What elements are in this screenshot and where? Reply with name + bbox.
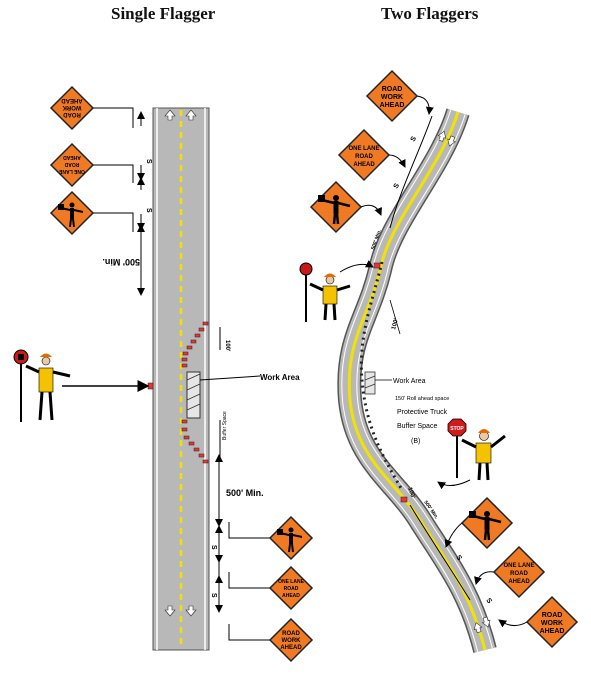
curve-dim-s-1: S xyxy=(410,135,419,143)
dim-500-min-lower: 500' Min. xyxy=(226,488,264,498)
svg-text:AHEAD: AHEAD xyxy=(61,97,83,103)
svg-text:ROAD: ROAD xyxy=(382,86,403,93)
label-work-area-single: Work Area xyxy=(260,373,300,382)
single-flagger-title: Single Flagger xyxy=(111,4,216,23)
sign-flagger-lower xyxy=(268,515,314,561)
svg-text:ROAD: ROAD xyxy=(63,111,81,117)
label-protective-truck: Protective Truck xyxy=(397,409,448,416)
svg-text:ROAD: ROAD xyxy=(542,612,563,619)
svg-text:ROAD: ROAD xyxy=(510,571,528,577)
sign-one-lane-road-ahead-lower: ONE LANE ROAD AHEAD xyxy=(268,565,314,611)
label-buffer-space-single: Buffer Space xyxy=(222,411,228,440)
curve-taper-upper: 100' xyxy=(391,317,400,330)
svg-text:ONE LANE: ONE LANE xyxy=(58,168,85,174)
label-work-area-two: Work Area xyxy=(393,378,426,385)
svg-text:AHEAD: AHEAD xyxy=(508,579,530,585)
label-buffer-space-two: Buffer Space xyxy=(397,423,437,430)
svg-text:ROAD: ROAD xyxy=(282,631,300,637)
svg-text:ROAD: ROAD xyxy=(284,586,299,592)
svg-text:AHEAD: AHEAD xyxy=(63,154,81,160)
flagger-lower: STOP xyxy=(447,418,506,481)
two-flaggers-title: Two Flaggers xyxy=(381,4,479,23)
flagger-single xyxy=(13,349,71,422)
svg-text:WORK: WORK xyxy=(381,94,403,101)
dim-s-2: S xyxy=(145,208,152,213)
curve-dim-s-3: S xyxy=(454,554,463,562)
work-area-block xyxy=(186,371,201,419)
svg-text:AHEAD: AHEAD xyxy=(540,628,565,635)
lane-arrow-bottom xyxy=(164,605,197,617)
curve-lane-arrow-bottom xyxy=(473,616,491,634)
dim-s-1: S xyxy=(145,159,152,164)
flagger-upper xyxy=(299,262,351,322)
single-flagger-panel: ROAD WORK AHEAD ONE LANE ROAD AHEAD xyxy=(13,85,314,663)
svg-text:AHEAD: AHEAD xyxy=(280,645,302,651)
dim-s-4: S xyxy=(210,593,217,598)
dim-s-3: S xyxy=(210,545,217,550)
curve-dim-s-4: S xyxy=(484,597,493,605)
curve-lane-arrow-top xyxy=(437,130,456,147)
label-taper-single: 100' xyxy=(224,340,230,352)
sign-one-lane-road-ahead-top-right: ONE LANE ROAD AHEAD xyxy=(337,128,391,182)
svg-text:WORK: WORK xyxy=(541,620,563,627)
label-rollahead: 150' Roll ahead space xyxy=(395,396,449,402)
label-b-marker: (B) xyxy=(411,438,420,445)
curved-center-line xyxy=(347,111,487,651)
svg-text:ROAD: ROAD xyxy=(355,154,373,160)
svg-text:AHEAD: AHEAD xyxy=(353,162,375,168)
dim-500-min-upper: 500' Min. xyxy=(102,257,140,267)
sign-flagger-top-right xyxy=(309,180,363,234)
sign-flagger-upper xyxy=(49,190,95,236)
svg-text:WORK: WORK xyxy=(62,104,82,110)
svg-text:ONE LANE: ONE LANE xyxy=(503,563,534,569)
sign-road-work-ahead-upper: ROAD WORK AHEAD xyxy=(49,85,95,131)
sign-road-work-ahead-lower: ROAD WORK AHEAD xyxy=(268,617,314,663)
two-flaggers-panel: ROAD WORK AHEAD ONE LANE ROAD AHEAD xyxy=(299,69,579,653)
sign-one-lane-road-ahead-upper: ONE LANE ROAD AHEAD xyxy=(49,142,95,188)
svg-text:AHEAD: AHEAD xyxy=(282,593,300,599)
sign-one-lane-road-ahead-bottom-right: ONE LANE ROAD AHEAD xyxy=(492,545,546,599)
svg-text:ONE LANE: ONE LANE xyxy=(348,146,379,152)
svg-text:AHEAD: AHEAD xyxy=(380,102,405,109)
curve-taper-lower: 100' xyxy=(406,487,416,500)
svg-text:STOP: STOP xyxy=(450,426,464,432)
sign-road-work-ahead-bottom-right: ROAD WORK AHEAD xyxy=(525,595,579,649)
stop-paddle xyxy=(447,418,467,437)
curve-dim-s-2: S xyxy=(393,182,402,190)
sign-flagger-bottom-right xyxy=(460,496,514,550)
curve-cones xyxy=(359,261,404,491)
lane-arrow-top xyxy=(164,109,197,121)
taper-cones-upstream xyxy=(181,321,209,464)
svg-text:WORK: WORK xyxy=(282,638,302,644)
svg-text:ROAD: ROAD xyxy=(64,161,79,167)
svg-text:ONE LANE: ONE LANE xyxy=(278,579,305,585)
sign-road-work-ahead-top-right: ROAD WORK AHEAD xyxy=(365,69,419,123)
